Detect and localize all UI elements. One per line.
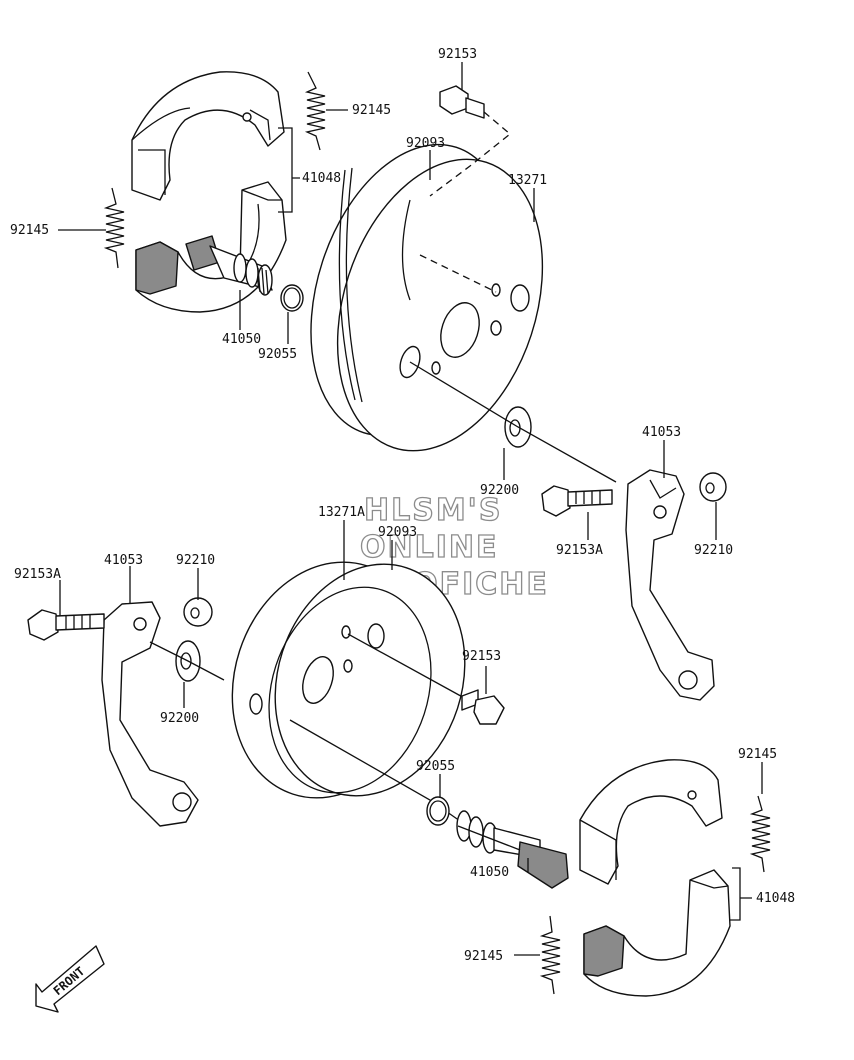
leader-lines — [58, 62, 763, 956]
brake-shoe-lower-bottom-right — [583, 869, 731, 997]
label-92055-bottom: 92055 — [416, 759, 455, 774]
label-41053-left: 41053 — [104, 553, 143, 568]
washer-92210-right — [699, 472, 727, 502]
o-ring-92055-top — [280, 284, 304, 312]
label-41050-a: 41050 — [222, 332, 261, 347]
label-92055-a: 92055 — [258, 347, 297, 362]
watermark-line-1: HLSM'S — [364, 493, 502, 528]
brake-arm-41053-left — [101, 601, 199, 827]
label-92093-a: 92093 — [406, 136, 445, 151]
brake-shoe-upper-bottom-right — [579, 759, 723, 885]
part-labels: 92153 92145 41048 92145 41050 92055 9209… — [10, 47, 795, 964]
label-92200-right: 92200 — [480, 483, 519, 498]
label-92210-left: 92210 — [176, 553, 215, 568]
bolt-92153-top — [439, 85, 485, 119]
label-92153A-left: 92153A — [14, 567, 61, 582]
label-41048-a: 41048 — [302, 171, 341, 186]
label-92145-d: 92145 — [464, 949, 503, 964]
o-ring-92055-bottom — [426, 796, 450, 826]
axis-line-top — [409, 361, 617, 483]
label-92153-top: 92153 — [438, 47, 477, 62]
spring-92145-bottom — [539, 915, 561, 995]
axis-line-bolt-mid — [347, 633, 469, 701]
label-92200-left: 92200 — [160, 711, 199, 726]
label-41053-right: 41053 — [642, 425, 681, 440]
label-92145-c: 92145 — [738, 747, 777, 762]
spring-92145-top — [304, 71, 326, 151]
brake-arm-41053-right — [625, 469, 715, 701]
label-13271A: 13271A — [318, 505, 365, 520]
brake-drum-13271 — [310, 143, 544, 452]
watermark-line-2: ONLINE — [360, 530, 499, 565]
axis-line-left-arm — [149, 641, 225, 681]
front-direction-arrow: FRONT — [35, 945, 105, 1013]
dashed-leader-drum-hub — [419, 254, 497, 293]
bolt-92153A-left — [27, 609, 105, 641]
label-92145-a: 92145 — [352, 103, 391, 118]
bolt-92153-mid — [461, 689, 505, 725]
label-92153-mid: 92153 — [462, 649, 501, 664]
spring-92145-right — [749, 795, 771, 873]
dashed-leader-92153 — [429, 111, 512, 197]
label-92093-b: 92093 — [378, 525, 417, 540]
axis-line-shaft-bottom — [289, 719, 471, 829]
label-41050-bottom: 41050 — [470, 865, 509, 880]
brake-shoe-upper-top-left — [131, 71, 285, 201]
label-92153A-right: 92153A — [556, 543, 603, 558]
bolt-92153A-right — [541, 485, 613, 517]
label-41048-b: 41048 — [756, 891, 795, 906]
spring-92145-left — [103, 187, 125, 269]
cam-shaft-41050-bottom — [456, 810, 569, 889]
label-13271: 13271 — [508, 173, 547, 188]
washer-92210-left — [183, 597, 213, 627]
label-92210-right: 92210 — [694, 543, 733, 558]
cam-shaft-41050-top — [185, 235, 273, 296]
label-92145-b: 92145 — [10, 223, 49, 238]
